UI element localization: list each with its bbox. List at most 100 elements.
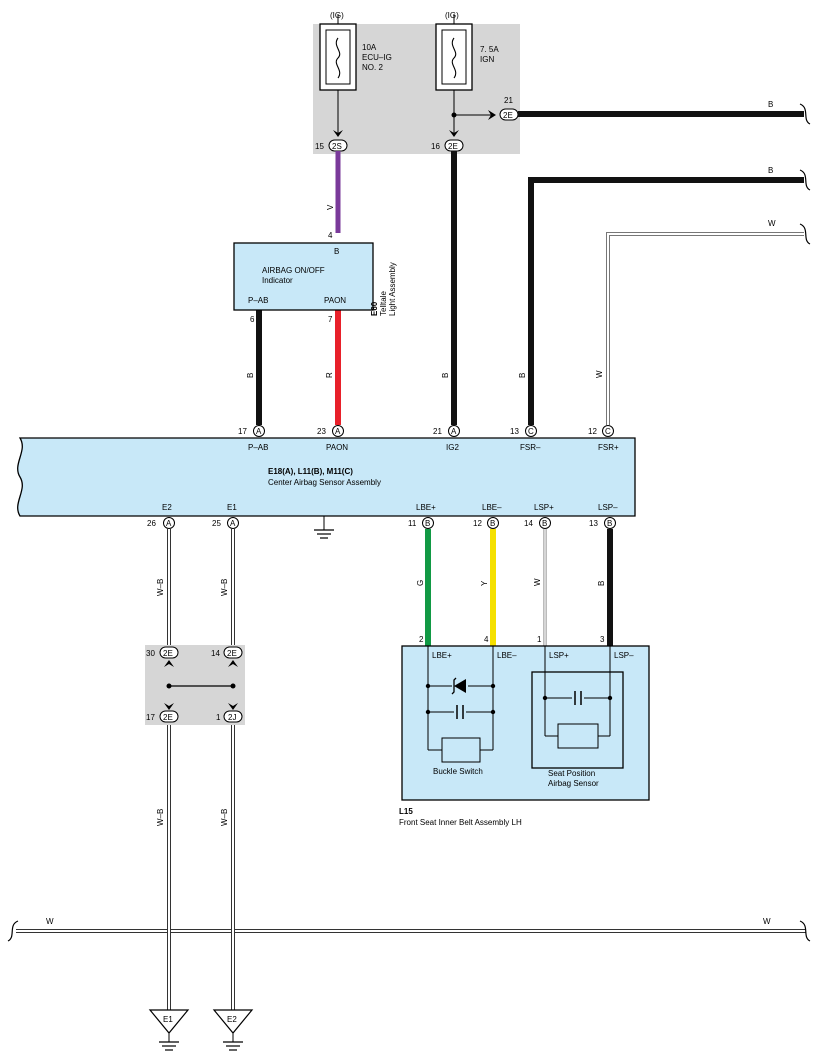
svg-text:C: C	[605, 427, 611, 436]
svg-text:A: A	[166, 519, 172, 528]
sensor-bottom-pin-26: E2 26 A	[147, 503, 175, 529]
indicator-pin-left-num: 6	[250, 315, 255, 324]
fuse1-ig-label: (IG)	[330, 11, 344, 20]
wire-b-fsr-minus	[528, 177, 804, 425]
wire-label-b-top1: B	[768, 100, 773, 109]
svg-text:B: B	[607, 519, 612, 528]
buckle-switch-label: Buckle Switch	[433, 767, 483, 776]
svg-text:2E: 2E	[503, 111, 513, 120]
break-mark-right-2	[799, 169, 811, 191]
svg-text:FSR–: FSR–	[520, 443, 541, 452]
belt-pin-num-1: 1	[537, 635, 542, 644]
fuse1-name1: ECU–IG	[362, 53, 392, 62]
svg-text:E2: E2	[227, 1015, 237, 1024]
wire-w-fsr-plus	[606, 232, 804, 425]
zener-diode-icon	[451, 677, 468, 695]
svg-text:21: 21	[504, 96, 513, 105]
pin-16-2E: 16 2E	[431, 139, 464, 152]
buckle-switch-circuit	[427, 646, 494, 763]
belt-pin-name-lbe-plus: LBE+	[432, 651, 452, 660]
svg-text:E1: E1	[227, 503, 237, 512]
svg-text:P–AB: P–AB	[248, 443, 268, 452]
wire-label-w-bot-right: W	[763, 917, 771, 926]
svg-text:16: 16	[431, 142, 440, 151]
sensor-top-pin-21: 21 A IG2	[433, 425, 460, 452]
break-mark-right-3	[799, 223, 811, 245]
wire-label-b3: B	[441, 373, 450, 378]
svg-text:B: B	[490, 519, 495, 528]
svg-text:30: 30	[146, 649, 155, 658]
wire-label-y: Y	[480, 580, 489, 586]
wire-label-b1: B	[246, 373, 255, 378]
wire-label-b4: B	[597, 581, 606, 586]
belt-assembly-box	[401, 645, 650, 801]
wire-label-w-bot-left: W	[46, 917, 54, 926]
sensor-bottom-pin-11: LBE+ 11 B	[408, 503, 436, 529]
svg-text:14: 14	[211, 649, 220, 658]
junction-pin-30-2E: 30 2E	[146, 646, 179, 659]
svg-text:2E: 2E	[163, 713, 173, 722]
indicator-pin-top: B	[334, 247, 339, 256]
svg-text:2S: 2S	[332, 142, 342, 151]
svg-text:1: 1	[216, 713, 221, 722]
belt-pin-num-2: 2	[419, 635, 424, 644]
wire-label-b-fsr-visible: B	[518, 373, 527, 378]
wire-label-wb1: W–B	[156, 579, 165, 596]
wire-label-wb3: W–B	[156, 809, 165, 826]
svg-text:PAON: PAON	[326, 443, 348, 452]
svg-text:13: 13	[510, 427, 519, 436]
indicator-title1: AIRBAG ON/OFF	[262, 266, 325, 275]
ground-point-e2: E2	[212, 1009, 254, 1051]
seat-sensor-label1: Seat Position	[548, 769, 595, 778]
svg-text:26: 26	[147, 519, 156, 528]
pin-15-2S: 15 2S	[315, 139, 348, 152]
indicator-pin-top-num: 4	[328, 231, 333, 240]
sensor-bottom-pin-14: LSP+ 14 B	[524, 503, 554, 529]
svg-text:LBE+: LBE+	[416, 503, 436, 512]
sensor-top-pin-12: 12 C FSR+	[588, 425, 619, 452]
wire-label-wb2: W–B	[220, 579, 229, 596]
indicator-box	[233, 242, 374, 311]
belt-pin-num-4: 4	[484, 635, 489, 644]
svg-text:IG2: IG2	[446, 443, 459, 452]
seat-sensor-label2: Airbag Sensor	[548, 779, 599, 788]
sensor-bottom-pin-25: E1 25 A	[212, 503, 239, 529]
svg-text:E2: E2	[162, 503, 172, 512]
svg-text:2E: 2E	[448, 142, 458, 151]
wire-label-wb4: W–B	[220, 809, 229, 826]
svg-text:12: 12	[588, 427, 597, 436]
svg-text:13: 13	[589, 519, 598, 528]
svg-text:LBE–: LBE–	[482, 503, 502, 512]
capacitor-icon-2	[572, 691, 584, 705]
center-airbag-sensor-box	[17, 437, 636, 517]
svg-text:21: 21	[433, 427, 442, 436]
svg-text:15: 15	[315, 142, 324, 151]
svg-text:A: A	[335, 427, 341, 436]
break-mark-left	[7, 920, 19, 942]
svg-text:11: 11	[408, 519, 417, 528]
junction-pin-17-2E: 17 2E	[146, 710, 179, 723]
svg-text:17: 17	[146, 713, 155, 722]
pin-21-2E: 21 2E	[499, 96, 519, 121]
svg-text:C: C	[528, 427, 534, 436]
svg-text:B: B	[425, 519, 430, 528]
sensor-bottom-pin-12: LBE– 12 B	[473, 503, 502, 529]
fuse1-rating: 10A	[362, 43, 377, 52]
wire-label-w1: W	[595, 370, 604, 378]
fuse2-icon	[435, 23, 473, 91]
fuse2-rating: 7. 5A	[480, 45, 499, 54]
fuse1-icon	[319, 23, 357, 91]
svg-text:B: B	[542, 519, 547, 528]
sensor-top-pin-17: 17 A P–AB	[238, 425, 268, 452]
seat-position-sensor-box	[531, 671, 624, 769]
junction-pin-14-2E: 14 2E	[211, 646, 243, 659]
break-mark-right-4	[799, 920, 811, 942]
svg-text:12: 12	[473, 519, 482, 528]
svg-text:A: A	[256, 427, 262, 436]
belt-pin-name-lsp-minus: LSP–	[614, 651, 634, 660]
wire-label-w-top: W	[768, 219, 776, 228]
belt-pin-name-lbe-minus: LBE–	[497, 651, 517, 660]
indicator-pin-left: P–AB	[248, 296, 268, 305]
svg-text:17: 17	[238, 427, 247, 436]
